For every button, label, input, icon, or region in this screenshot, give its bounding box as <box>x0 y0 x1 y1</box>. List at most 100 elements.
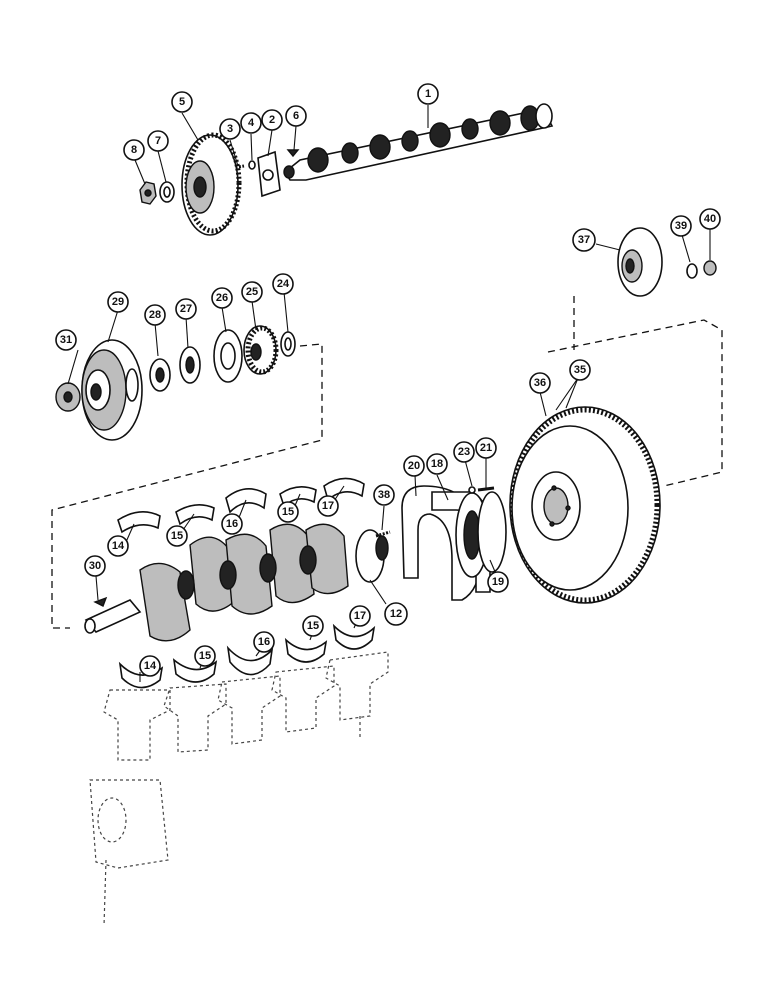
camshaft <box>283 103 554 181</box>
lower-main-bearing-shells <box>118 623 376 689</box>
callout-8: 8 <box>123 139 145 161</box>
callout-40: 40 <box>699 208 721 230</box>
svg-text:12: 12 <box>390 608 402 620</box>
svg-text:2: 2 <box>269 114 275 126</box>
callout-14-upper: 14 <box>107 535 129 557</box>
svg-text:36: 36 <box>534 377 546 389</box>
callout-17-lower: 17 <box>349 605 371 627</box>
svg-text:6: 6 <box>293 110 299 122</box>
svg-text:19: 19 <box>492 576 504 588</box>
svg-text:28: 28 <box>149 309 161 321</box>
svg-text:24: 24 <box>277 278 290 290</box>
callout-36: 36 <box>529 372 551 394</box>
svg-text:16: 16 <box>258 636 270 648</box>
callout-19: 19 <box>487 571 509 593</box>
camshaft-thrust-plate <box>257 150 281 198</box>
callout-38: 38 <box>373 484 395 506</box>
crankshaft-gear-shim <box>280 331 296 357</box>
crankshaft-washer <box>213 329 243 383</box>
seal-retainer-bolt <box>477 486 495 492</box>
callout-23: 23 <box>453 441 475 463</box>
assembly-dash-line-left <box>51 343 323 629</box>
svg-text:15: 15 <box>199 650 211 662</box>
callout-24: 24 <box>272 273 294 295</box>
camshaft-gear <box>181 132 242 236</box>
callout-29: 29 <box>107 291 129 313</box>
callout-16-upper: 16 <box>221 513 243 535</box>
svg-text:21: 21 <box>480 442 492 454</box>
callout-4: 4 <box>240 112 262 134</box>
crankshaft-pulley <box>81 339 143 441</box>
callout-18: 18 <box>426 453 448 475</box>
flywheel-hub-nut <box>703 260 717 276</box>
callout-17-upper: 17 <box>317 495 339 517</box>
callout-26: 26 <box>211 287 233 309</box>
svg-text:39: 39 <box>675 220 687 232</box>
svg-text:8: 8 <box>131 144 137 156</box>
svg-text:40: 40 <box>704 213 716 225</box>
svg-text:16: 16 <box>226 518 238 530</box>
callout-14-lower: 14 <box>139 655 161 677</box>
callout-15-upper-1: 15 <box>166 525 188 547</box>
seal-retainer-washer <box>468 486 476 494</box>
callout-37: 37 <box>572 228 596 252</box>
callout-5: 5 <box>171 91 193 113</box>
svg-text:5: 5 <box>179 96 185 108</box>
svg-text:27: 27 <box>180 303 192 315</box>
camshaft-washer <box>159 181 175 203</box>
callout-28: 28 <box>144 304 166 326</box>
svg-text:23: 23 <box>458 446 470 458</box>
flywheel-dowel-pin <box>375 530 391 538</box>
svg-text:7: 7 <box>155 135 161 147</box>
crankshaft <box>84 523 389 642</box>
svg-text:30: 30 <box>89 560 101 572</box>
callout-15-lower-1: 15 <box>194 645 216 667</box>
assembly-dash-line-right <box>547 319 723 487</box>
svg-text:35: 35 <box>574 364 586 376</box>
camshaft-spacer <box>248 160 256 170</box>
svg-text:1: 1 <box>425 88 431 100</box>
callout-1: 1 <box>417 83 439 105</box>
svg-text:14: 14 <box>112 540 125 552</box>
rear-oil-seal <box>455 491 507 578</box>
svg-text:38: 38 <box>378 489 390 501</box>
crankshaft-key <box>93 596 108 607</box>
callout-25: 25 <box>241 281 263 303</box>
leader-lines <box>67 105 711 682</box>
callout-30: 30 <box>84 555 106 577</box>
svg-text:14: 14 <box>144 660 157 672</box>
crankshaft-gear <box>243 325 279 375</box>
svg-text:18: 18 <box>431 458 443 470</box>
oil-slinger <box>149 358 171 392</box>
callout-3: 3 <box>219 118 241 140</box>
svg-text:37: 37 <box>578 234 590 246</box>
flywheel-hub <box>617 227 663 297</box>
flywheel <box>509 406 661 604</box>
camshaft-key <box>286 149 300 158</box>
svg-text:25: 25 <box>246 286 258 298</box>
callout-21: 21 <box>475 437 497 459</box>
callout-31: 31 <box>55 329 77 351</box>
crankshaft-pulley-nut <box>55 382 81 412</box>
svg-text:15: 15 <box>282 506 294 518</box>
callout-27: 27 <box>175 298 197 320</box>
callout-20: 20 <box>403 455 425 477</box>
callout-2: 2 <box>261 109 283 131</box>
callout-39: 39 <box>670 215 692 237</box>
callout-6: 6 <box>285 105 307 127</box>
callout-15-lower-2: 15 <box>302 615 324 637</box>
callout-15-upper-2: 15 <box>277 501 299 523</box>
svg-text:15: 15 <box>307 620 319 632</box>
svg-text:15: 15 <box>171 530 183 542</box>
svg-text:17: 17 <box>322 500 334 512</box>
callout-35: 35 <box>569 359 591 381</box>
callout-16-lower: 16 <box>253 631 275 653</box>
svg-text:20: 20 <box>408 460 420 472</box>
svg-text:31: 31 <box>60 334 72 346</box>
svg-text:4: 4 <box>248 117 255 129</box>
svg-text:26: 26 <box>216 292 228 304</box>
main-bearing-caps-ghost <box>89 651 389 927</box>
svg-text:29: 29 <box>112 296 124 308</box>
svg-text:17: 17 <box>354 610 366 622</box>
